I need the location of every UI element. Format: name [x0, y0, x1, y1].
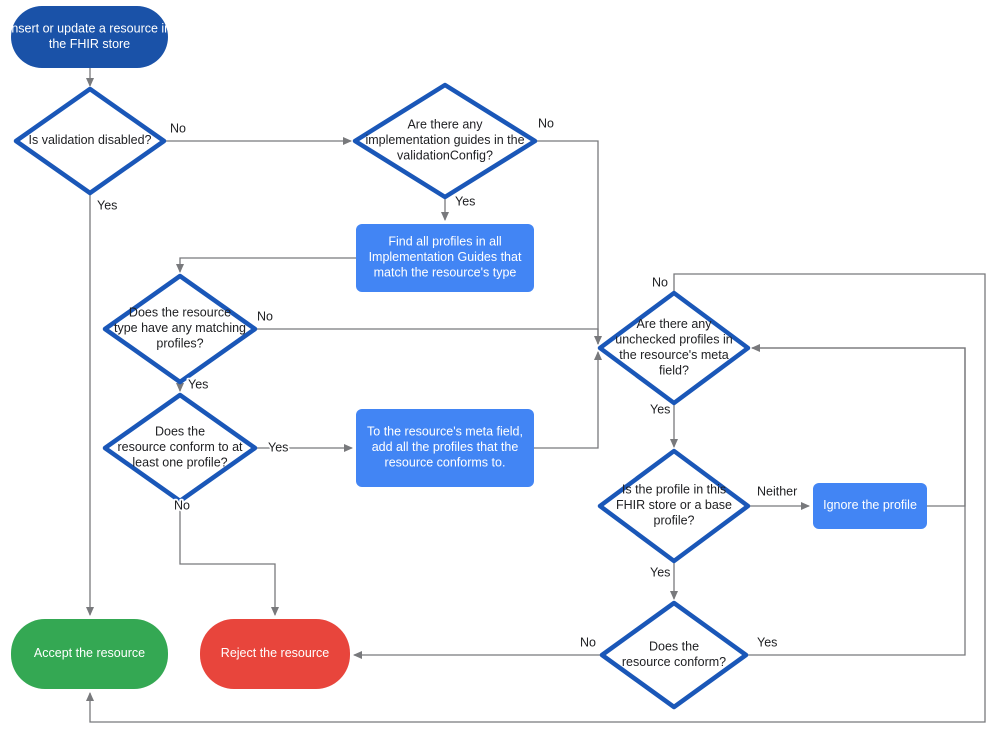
edge-label-edge-impl-guides-yes-to-find-profiles: Yes: [455, 194, 475, 208]
is-profile-in-fhir-store-or-base-shape: [597, 448, 751, 564]
are-there-implementation-guides-shape: [352, 82, 538, 200]
accept-the-resource-label: Accept the resource: [34, 646, 145, 660]
node-add-profiles-to-meta-field[interactable]: To the resource's meta field,add all the…: [356, 409, 534, 487]
edge-conform-one-no-to-reject: [179, 501, 279, 616]
ignore-the-profile-shape: [813, 483, 927, 529]
edge-label-edge-resource-conform-yes-to-unchecked: Yes: [757, 635, 777, 649]
edge-impl-guides-no-to-unchecked: [535, 140, 602, 345]
ignore-the-profile-label: Ignore the profile: [823, 498, 917, 512]
add-profiles-to-meta-field-shape: [356, 409, 534, 487]
node-reject-the-resource[interactable]: Reject the resource: [200, 619, 350, 689]
edge-label-halo-edge-matching-yes-to-conform-one: Yes: [188, 377, 208, 391]
does-the-resource-conform-shape: [599, 600, 749, 710]
reject-the-resource-label: Reject the resource: [221, 646, 329, 660]
insert-or-update-resource-shape: [11, 6, 168, 68]
does-resource-conform-to-at-least-one-profile-shape: [102, 392, 258, 504]
edge-matching-no-to-unchecked: [255, 328, 599, 344]
edge-label-halo-edge-validation-yes-to-accept: Yes: [97, 198, 117, 212]
edge-label-halo-edge-conform-one-yes-to-add-profiles: Yes: [268, 440, 288, 454]
node-ignore-the-profile[interactable]: Ignore the profile: [813, 483, 927, 529]
node-is-validation-disabled[interactable]: Is validation disabled?: [13, 86, 167, 196]
edge-label-edge-profile-in-store-neither-to-ignore: Neither: [757, 484, 797, 498]
edge-ignore-profile-to-unchecked: [751, 344, 966, 507]
edge-label-halo-edge-profile-in-store-yes-to-resource-conform: Yes: [650, 565, 670, 579]
node-accept-the-resource[interactable]: Accept the resource: [11, 619, 168, 689]
edge-label-halo-edge-impl-guides-no-to-unchecked: No: [538, 116, 554, 130]
does-resource-type-have-matching-profiles-shape: [102, 273, 258, 385]
edge-label-edge-matching-no-to-unchecked: No: [257, 309, 273, 323]
edge-label-halo-edge-profile-in-store-neither-to-ignore: Neither: [757, 484, 797, 498]
edge-label-edge-validation-yes-to-accept: Yes: [97, 198, 117, 212]
edge-unchecked-no-to-accept: [86, 273, 986, 723]
edge-label-edge-validation-no-to-impl-guides: No: [170, 121, 186, 135]
edge-label-edge-matching-yes-to-conform-one: Yes: [188, 377, 208, 391]
edge-label-edge-resource-conform-no-to-reject: No: [580, 635, 596, 649]
edge-label-halo-edge-impl-guides-yes-to-find-profiles: Yes: [455, 194, 475, 208]
edge-resource-conform-yes-to-unchecked: [746, 347, 966, 656]
is-validation-disabled-label: Is validation disabled?: [29, 133, 152, 147]
edges-layer: [86, 68, 986, 723]
reject-the-resource-shape: [200, 619, 350, 689]
edge-label-halo-edge-conform-one-no-to-reject: No: [174, 498, 190, 512]
edge-label-edge-profile-in-store-yes-to-resource-conform: Yes: [650, 565, 670, 579]
is-validation-disabled-shape: [13, 86, 167, 196]
are-there-unchecked-profiles-shape: [597, 290, 751, 406]
edge-add-profiles-to-unchecked: [534, 351, 602, 449]
edge-label-halo-edge-unchecked-no-to-accept: No: [652, 275, 668, 289]
edge-label-edge-impl-guides-no-to-unchecked: No: [538, 116, 554, 130]
edge-label-halo-edge-resource-conform-no-to-reject: No: [580, 635, 596, 649]
edge-label-edge-conform-one-no-to-reject: No: [174, 498, 190, 512]
add-profiles-to-meta-field-label: To the resource's meta field,add all the…: [367, 425, 523, 470]
edge-label-edge-unchecked-yes-to-profile-in-store: Yes: [650, 402, 670, 416]
accept-the-resource-shape: [11, 619, 168, 689]
edge-label-edge-unchecked-no-to-accept: No: [652, 275, 668, 289]
find-all-profiles-shape: [356, 224, 534, 292]
edge-label-halo-edge-validation-no-to-impl-guides: No: [170, 121, 186, 135]
edge-label-halo-edge-resource-conform-yes-to-unchecked: Yes: [757, 635, 777, 649]
edge-label-edge-conform-one-yes-to-add-profiles: Yes: [268, 440, 288, 454]
edge-label-halo-edge-matching-no-to-unchecked: No: [257, 309, 273, 323]
edge-find-profiles-to-matching: [176, 257, 356, 273]
edge-label-halo-edge-unchecked-yes-to-profile-in-store: Yes: [650, 402, 670, 416]
